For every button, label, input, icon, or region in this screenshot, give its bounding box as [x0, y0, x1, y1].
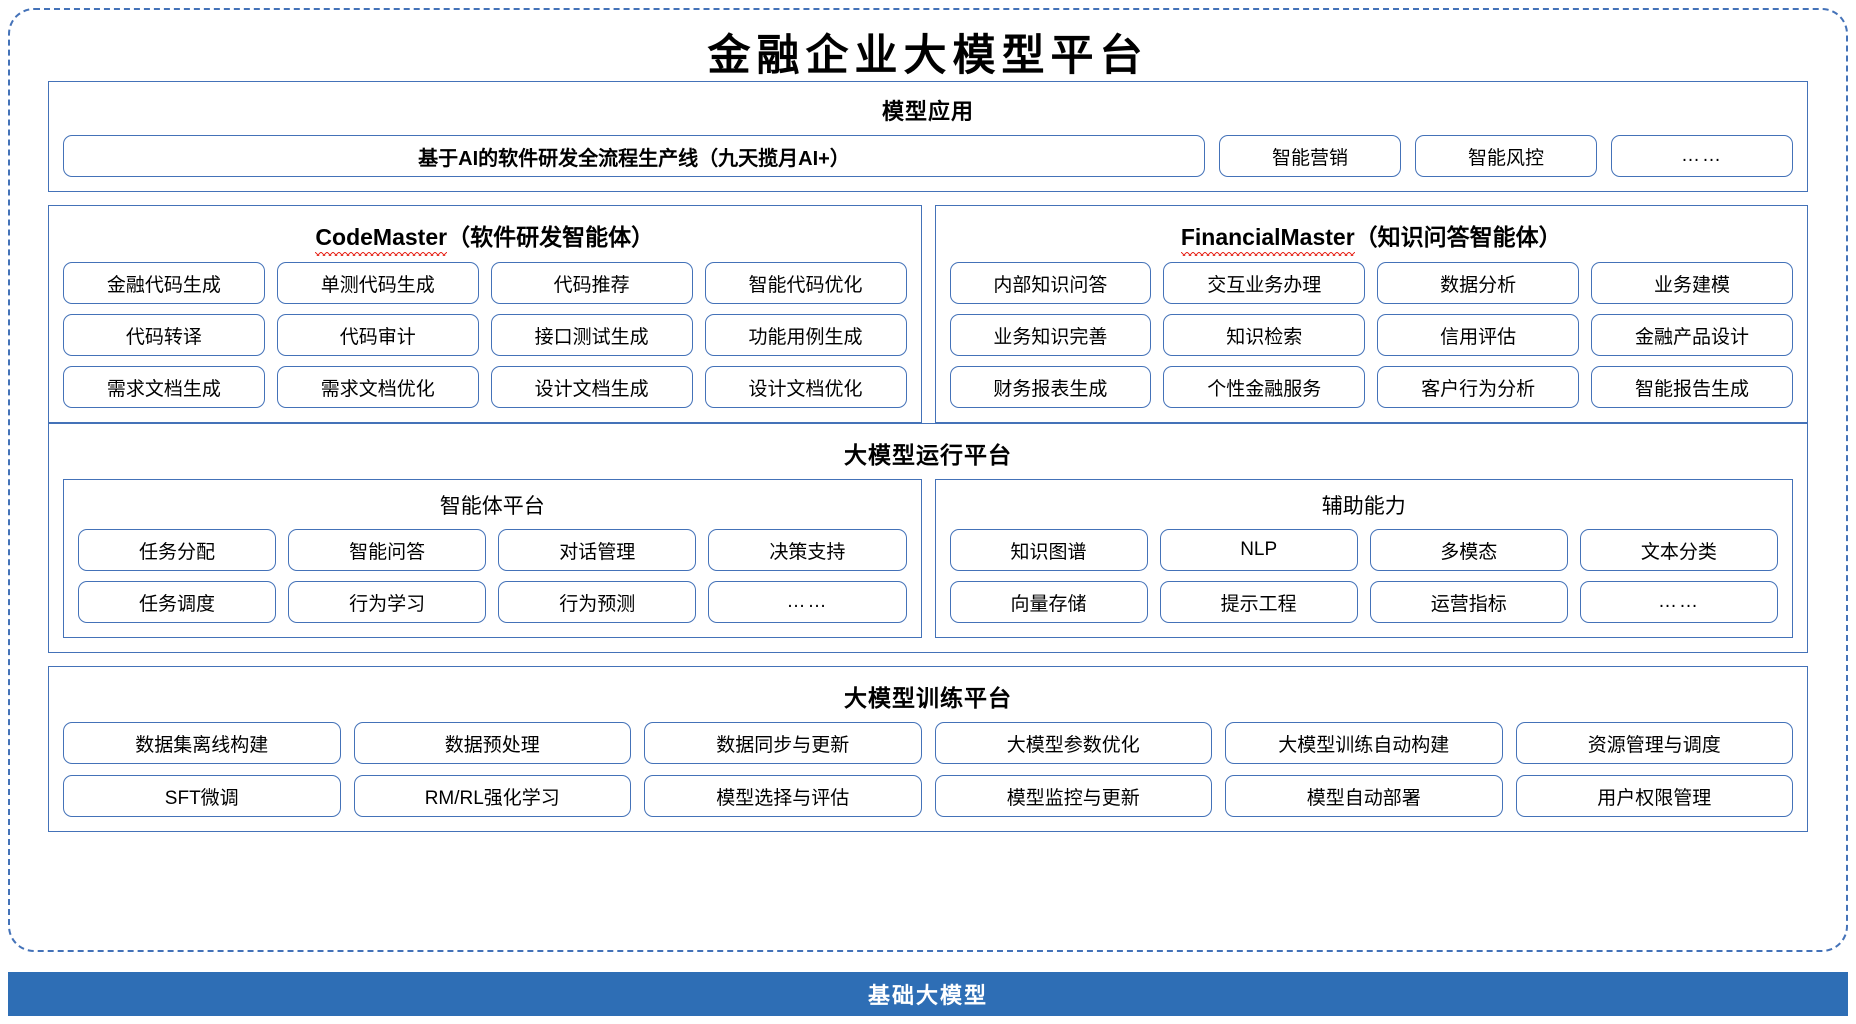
section-codemaster: CodeMaster（软件研发智能体） 金融代码生成 单测代码生成 代码推荐 智… [48, 205, 922, 424]
section-title-run-platform: 大模型运行平台 [844, 442, 1012, 469]
chip-req-doc-gen[interactable]: 需求文档生成 [63, 366, 265, 409]
chip-behavior-learn[interactable]: 行为学习 [288, 581, 487, 624]
section-model-application: 模型应用 基于AI的软件研发全流程生产线（九天揽月AI+） 智能营销 智能风控 … [48, 81, 1808, 193]
chip-model-select-eval[interactable]: 模型选择与评估 [644, 775, 922, 818]
financialmaster-capability-grid: 内部知识问答 交互业务办理 数据分析 业务建模 业务知识完善 知识检索 信用评估… [949, 262, 1793, 409]
chip-interactive-biz[interactable]: 交互业务办理 [1163, 262, 1366, 305]
chip-ops-metrics[interactable]: 运营指标 [1369, 581, 1568, 624]
chip-fin-report-gen[interactable]: 财务报表生成 [949, 366, 1152, 409]
section-run-platform: 大模型运行平台 智能体平台 任务分配 智能问答 对话管理 决策支持 任务调度 行… [48, 423, 1808, 654]
codemaster-name: CodeMaster [315, 224, 448, 257]
chip-knowledge-search[interactable]: 知识检索 [1163, 314, 1366, 357]
page-title: 金融企业大模型平台 [707, 33, 1149, 80]
chip-decision-support[interactable]: 决策支持 [708, 529, 907, 572]
chip-model-param-optimize[interactable]: 大模型参数优化 [934, 722, 1212, 765]
chip-nlp[interactable]: NLP [1159, 529, 1358, 572]
chip-biz-modeling[interactable]: 业务建模 [1591, 262, 1793, 305]
section-title-codemaster: CodeMaster（软件研发智能体） [63, 216, 907, 262]
chip-user-permission-manage[interactable]: 用户权限管理 [1515, 775, 1793, 818]
section-financialmaster: FinancialMaster（知识问答智能体） 内部知识问答 交互业务办理 数… [934, 205, 1808, 424]
chip-behavior-predict[interactable]: 行为预测 [498, 581, 697, 624]
foundation-model-bar: 基础大模型 [8, 972, 1848, 1016]
chip-data-sync-update[interactable]: 数据同步与更新 [644, 722, 922, 765]
codemaster-capability-grid: 金融代码生成 单测代码生成 代码推荐 智能代码优化 代码转译 代码审计 接口测试… [63, 262, 907, 409]
section-title-model-application: 模型应用 [881, 99, 974, 125]
chip-biz-knowledge[interactable]: 业务知识完善 [949, 314, 1152, 357]
chip-resource-manage-schedule[interactable]: 资源管理与调度 [1515, 722, 1793, 765]
chip-internal-kb-qa[interactable]: 内部知识问答 [949, 262, 1152, 305]
chip-rm-rl-training[interactable]: RM/RL强化学习 [353, 775, 631, 818]
training-platform-grid: 数据集离线构建 数据预处理 数据同步与更新 大模型参数优化 大模型训练自动构建 … [63, 722, 1793, 818]
run-platform-subpanels: 智能体平台 任务分配 智能问答 对话管理 决策支持 任务调度 行为学习 行为预测… [63, 479, 1793, 639]
chip-code-translate[interactable]: 代码转译 [63, 314, 265, 357]
financialmaster-suffix: （知识问答智能体） [1354, 224, 1562, 251]
financialmaster-name: FinancialMaster [1180, 224, 1355, 257]
agents-row: CodeMaster（软件研发智能体） 金融代码生成 单测代码生成 代码推荐 智… [48, 205, 1808, 424]
chip-design-doc-gen[interactable]: 设计文档生成 [490, 366, 693, 409]
agent-platform-grid: 任务分配 智能问答 对话管理 决策支持 任务调度 行为学习 行为预测 …… [78, 529, 907, 624]
chip-data-preprocess[interactable]: 数据预处理 [353, 722, 631, 765]
subsection-title-agent-platform: 智能体平台 [439, 495, 545, 519]
chip-api-test-gen[interactable]: 接口测试生成 [490, 314, 693, 357]
subsection-title-auxiliary-capability: 辅助能力 [1321, 495, 1406, 519]
chip-agent-platform-more[interactable]: …… [708, 581, 907, 624]
section-training-platform: 大模型训练平台 数据集离线构建 数据预处理 数据同步与更新 大模型参数优化 大模… [48, 666, 1808, 833]
section-title-financialmaster: FinancialMaster（知识问答智能体） [950, 216, 1794, 262]
app-chip-ai-pipeline[interactable]: 基于AI的软件研发全流程生产线（九天揽月AI+） [63, 135, 1205, 178]
chip-knowledge-graph[interactable]: 知识图谱 [949, 529, 1148, 572]
app-chip-more[interactable]: …… [1611, 135, 1793, 178]
chip-code-optimize[interactable]: 智能代码优化 [704, 262, 907, 305]
chip-model-auto-deploy[interactable]: 模型自动部署 [1225, 775, 1503, 818]
auxiliary-capability-grid: 知识图谱 NLP 多模态 文本分类 向量存储 提示工程 运营指标 …… [949, 529, 1778, 624]
chip-fin-product-design[interactable]: 金融产品设计 [1591, 314, 1793, 357]
chip-text-classify[interactable]: 文本分类 [1579, 529, 1778, 572]
chip-dialog-manage[interactable]: 对话管理 [498, 529, 697, 572]
chip-auxiliary-more[interactable]: …… [1579, 581, 1778, 624]
chip-data-analysis[interactable]: 数据分析 [1377, 262, 1580, 305]
app-chip-smart-marketing[interactable]: 智能营销 [1219, 135, 1401, 178]
chip-personal-fin-svc[interactable]: 个性金融服务 [1163, 366, 1366, 409]
codemaster-suffix: （软件研发智能体） [447, 224, 655, 251]
chip-prompt-engineering[interactable]: 提示工程 [1159, 581, 1358, 624]
chip-dataset-offline-build[interactable]: 数据集离线构建 [63, 722, 341, 765]
chip-code-fin-gen[interactable]: 金融代码生成 [63, 262, 265, 305]
chip-req-doc-opt[interactable]: 需求文档优化 [276, 366, 479, 409]
app-chip-smart-risk-control[interactable]: 智能风控 [1415, 135, 1597, 178]
chip-smart-qa[interactable]: 智能问答 [288, 529, 487, 572]
chip-credit-assess[interactable]: 信用评估 [1377, 314, 1580, 357]
subsection-agent-platform: 智能体平台 任务分配 智能问答 对话管理 决策支持 任务调度 行为学习 行为预测… [63, 479, 922, 639]
platform-outer-frame: 金融企业大模型平台 模型应用 基于AI的软件研发全流程生产线（九天揽月AI+） … [8, 8, 1848, 952]
chip-func-case-gen[interactable]: 功能用例生成 [704, 314, 907, 357]
chip-task-schedule[interactable]: 任务调度 [78, 581, 277, 624]
chip-vector-store[interactable]: 向量存储 [949, 581, 1148, 624]
chip-smart-report-gen[interactable]: 智能报告生成 [1591, 366, 1793, 409]
chip-auto-training-build[interactable]: 大模型训练自动构建 [1225, 722, 1503, 765]
chip-multimodal[interactable]: 多模态 [1369, 529, 1568, 572]
chip-design-doc-opt[interactable]: 设计文档优化 [704, 366, 907, 409]
chip-code-unittest[interactable]: 单测代码生成 [276, 262, 479, 305]
chip-customer-behavior[interactable]: 客户行为分析 [1377, 366, 1580, 409]
chip-sft-finetune[interactable]: SFT微调 [63, 775, 341, 818]
chip-code-audit[interactable]: 代码审计 [276, 314, 479, 357]
chip-code-recommend[interactable]: 代码推荐 [490, 262, 693, 305]
section-title-training-platform: 大模型训练平台 [844, 685, 1012, 712]
model-application-row: 基于AI的软件研发全流程生产线（九天揽月AI+） 智能营销 智能风控 …… [63, 135, 1793, 178]
chip-task-assign[interactable]: 任务分配 [78, 529, 277, 572]
chip-model-monitor-update[interactable]: 模型监控与更新 [934, 775, 1212, 818]
subsection-auxiliary-capability: 辅助能力 知识图谱 NLP 多模态 文本分类 向量存储 提示工程 运营指标 …… [934, 479, 1793, 639]
